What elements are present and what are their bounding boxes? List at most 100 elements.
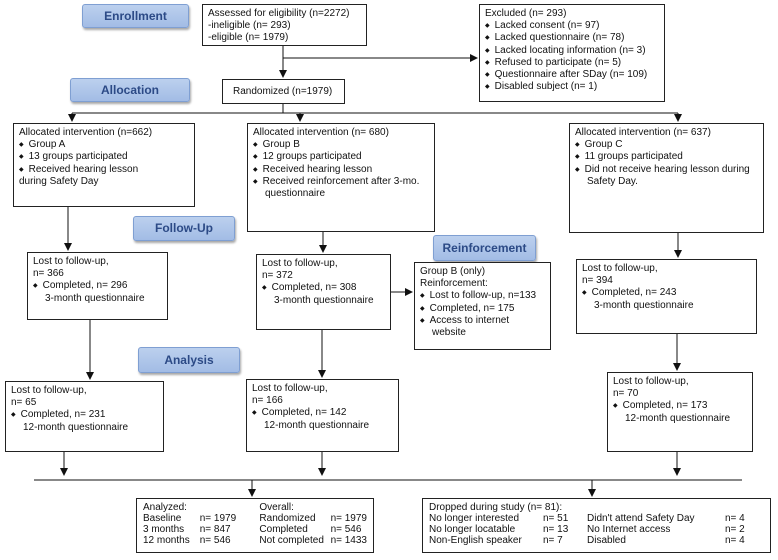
groupB-item: Received hearing lesson xyxy=(253,164,429,176)
dropped-cell: n= 7 xyxy=(543,535,563,546)
groupB-item: Received reinforcement after 3-mo. xyxy=(253,176,429,188)
analyzed-cell: n= 847 xyxy=(199,524,231,535)
excluded-item: Questionnaire after SDay (n= 109) xyxy=(485,69,659,81)
overall-header: Overall: xyxy=(259,502,294,513)
groupA-item: Received hearing lesson xyxy=(19,164,189,176)
analyzed-box: Analyzed: Overall: Baseline n= 1979 Rand… xyxy=(136,498,374,553)
groupB-item-cont: questionnaire xyxy=(265,187,326,199)
completed-count: Completed, n= 243 xyxy=(582,287,751,299)
analyzed-cell: 12 months xyxy=(143,535,190,546)
groupB-item: 12 groups participated xyxy=(253,151,429,163)
dropped-cell: Didn't attend Safety Day xyxy=(587,513,695,524)
reinforcement-item: Access to internet xyxy=(420,315,545,327)
analyzed-cell: Completed xyxy=(259,524,308,535)
analysisA-box: Lost to follow-up, n= 65 Completed, n= 2… xyxy=(5,381,164,452)
analyzed-cell: n= 546 xyxy=(330,524,362,535)
eligibility-box: Assessed for eligibility (n=2272) -ineli… xyxy=(202,4,367,46)
reinforcement-item-cont: website xyxy=(432,326,466,338)
groupC-title: Allocated intervention (n= 637) xyxy=(575,127,711,138)
questionnaire-label: 3-month questionnaire xyxy=(594,299,694,311)
dropped-box: Dropped during study (n= 81): No longer … xyxy=(422,498,771,553)
dropped-cell: Disabled xyxy=(587,535,626,546)
randomized-box: Randomized (n=1979) xyxy=(222,79,345,104)
completed-count: Completed, n= 231 xyxy=(11,409,158,421)
reinforcement-group: Group B (only) xyxy=(420,266,486,277)
followupC-box: Lost to follow-up, n= 394 Completed, n= … xyxy=(576,259,757,334)
completed-count: Completed, n= 308 xyxy=(262,282,385,294)
groupC-item: 11 groups participated xyxy=(575,151,758,163)
excluded-box: Excluded (n= 293) Lacked consent (n= 97)… xyxy=(479,4,665,102)
groupA-item: Group A xyxy=(19,139,189,151)
lost-label: Lost to follow-up, xyxy=(262,258,338,269)
analyzed-cell: n= 1433 xyxy=(330,535,367,546)
analyzed-cell: n= 1979 xyxy=(199,513,237,524)
analyzed-cell: Baseline xyxy=(143,513,182,524)
analyzed-table: Analyzed: Overall: Baseline n= 1979 Rand… xyxy=(143,502,367,546)
analyzed-cell: 3 months xyxy=(143,524,185,535)
questionnaire-label: 12-month questionnaire xyxy=(23,421,129,433)
analysisB-box: Lost to follow-up, n= 166 Completed, n= … xyxy=(246,379,399,452)
lost-label: Lost to follow-up, xyxy=(11,385,87,396)
groupC-item: Did not receive hearing lesson during xyxy=(575,164,758,176)
lost-count: n= 166 xyxy=(252,395,283,407)
enrollment-stage-label: Enrollment xyxy=(82,4,189,28)
dropped-cell: n= 2 xyxy=(725,524,745,535)
groupB-item: Group B xyxy=(253,139,429,151)
dropped-cell: No longer interested xyxy=(429,513,520,524)
groupC-item: Group C xyxy=(575,139,758,151)
analyzed-cell: Not completed xyxy=(259,535,324,546)
dropped-cell: n= 13 xyxy=(543,524,569,535)
dropped-cell: n= 4 xyxy=(725,535,745,546)
groupC-item-cont: Safety Day. xyxy=(587,175,638,187)
allocation-stage-label: Allocation xyxy=(70,78,190,102)
groupA-title: Allocated intervention (n=662) xyxy=(19,127,153,138)
lost-count: n= 70 xyxy=(613,388,639,400)
dropped-table: Dropped during study (n= 81): No longer … xyxy=(429,502,745,546)
excluded-title: Excluded (n= 293) xyxy=(485,8,567,19)
lost-label: Lost to follow-up, xyxy=(582,263,658,274)
reinforcement-label: Reinforcement: xyxy=(420,278,488,290)
completed-count: Completed, n= 296 xyxy=(33,280,162,292)
completed-count: Completed, n= 142 xyxy=(252,407,393,419)
lost-count: n= 366 xyxy=(33,268,64,280)
reinforcement-stage-label: Reinforcement xyxy=(433,235,536,261)
lost-label: Lost to follow-up, xyxy=(613,376,689,387)
groupA-box: Allocated intervention (n=662) Group A 1… xyxy=(13,123,195,207)
dropped-cell: n= 4 xyxy=(725,513,745,524)
lost-label: Lost to follow-up, xyxy=(252,383,328,394)
excluded-item: Disabled subject (n= 1) xyxy=(485,81,659,93)
excluded-item: Lacked locating information (n= 3) xyxy=(485,45,659,57)
groupA-item: 13 groups participated xyxy=(19,151,189,163)
excluded-item: Refused to participate (n= 5) xyxy=(485,57,659,69)
groupC-box: Allocated intervention (n= 637) Group C … xyxy=(569,123,764,233)
completed-count: Completed, n= 173 xyxy=(613,400,747,412)
followup-stage-label: Follow-Up xyxy=(133,216,235,241)
excluded-item: Lacked questionnaire (n= 78) xyxy=(485,32,659,44)
analyzed-cell: n= 1979 xyxy=(330,513,367,524)
analysis-stage-label: Analysis xyxy=(138,347,240,373)
followupB-box: Lost to follow-up, n= 372 Completed, n= … xyxy=(256,254,391,330)
lost-count: n= 65 xyxy=(11,397,37,409)
analyzed-header: Analyzed: xyxy=(143,502,187,513)
dropped-cell: No Internet access xyxy=(587,524,671,535)
analyzed-cell: n= 546 xyxy=(199,535,231,546)
analyzed-cell: Randomized xyxy=(259,513,316,524)
dropped-cell: n= 51 xyxy=(543,513,569,524)
groupA-item-cont: during Safety Day xyxy=(19,175,99,187)
questionnaire-label: 12-month questionnaire xyxy=(264,419,370,431)
analysisC-box: Lost to follow-up, n= 70 Completed, n= 1… xyxy=(607,372,753,452)
eligibility-title: Assessed for eligibility (n=2272) xyxy=(208,8,350,19)
dropped-cell: Non-English speaker xyxy=(429,535,522,546)
excluded-item: Lacked consent (n= 97) xyxy=(485,20,659,32)
dropped-title: Dropped during study (n= 81): xyxy=(429,502,563,513)
questionnaire-label: 12-month questionnaire xyxy=(625,412,731,424)
reinforcement-item: Lost to follow-up, n=133 xyxy=(420,290,545,302)
ineligible-count: -ineligible (n= 293) xyxy=(208,20,291,32)
reinforcement-item: Completed, n= 175 xyxy=(420,303,545,315)
groupB-title: Allocated intervention (n= 680) xyxy=(253,127,389,138)
dropped-cell: No longer locatable xyxy=(429,524,516,535)
lost-count: n= 394 xyxy=(582,275,613,287)
lost-count: n= 372 xyxy=(262,270,293,282)
reinforcement-box: Group B (only) Reinforcement: Lost to fo… xyxy=(414,262,551,350)
